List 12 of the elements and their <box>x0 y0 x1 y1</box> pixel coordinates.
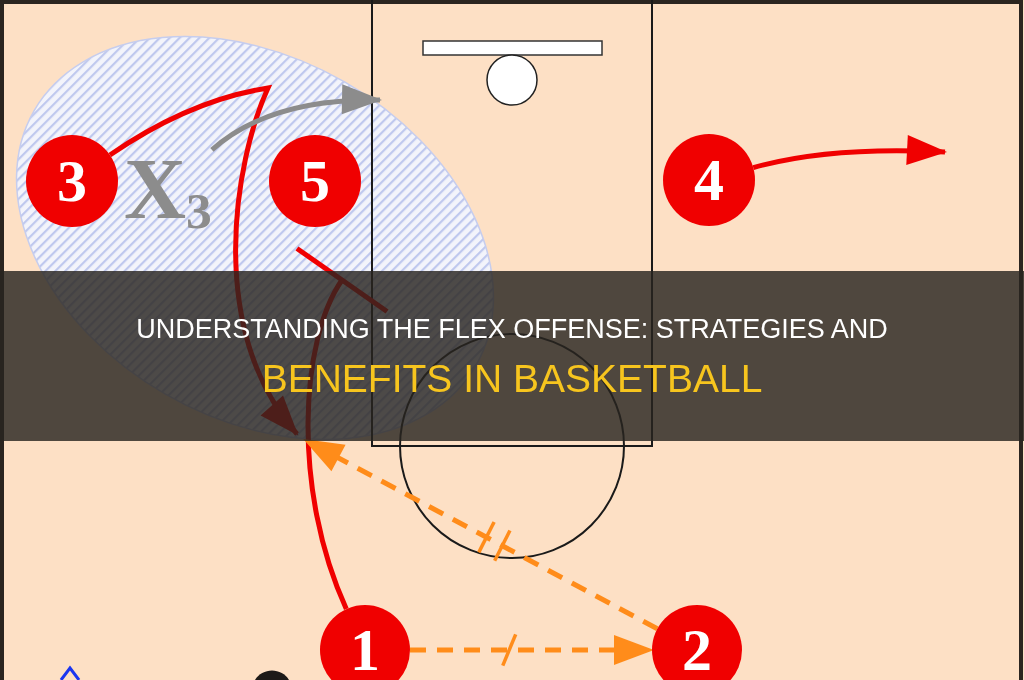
defender-label: X$_{3}$ <box>124 144 212 235</box>
player-circle <box>652 605 742 680</box>
player-number: 2 <box>682 620 712 680</box>
player-number: 4 <box>694 150 724 210</box>
cut-arrow <box>210 85 382 152</box>
player-number: 5 <box>300 151 330 211</box>
player-circle <box>320 605 410 680</box>
player-number: 1 <box>350 620 380 680</box>
cut-arrow <box>752 135 947 170</box>
title-text: UNDERSTANDING THE FLEX OFFENSE: STRATEGIES AND BENEFITS IN BASKETBALL <box>135 313 889 402</box>
player-number: 3 <box>57 151 87 211</box>
pass-arrow <box>410 635 654 665</box>
